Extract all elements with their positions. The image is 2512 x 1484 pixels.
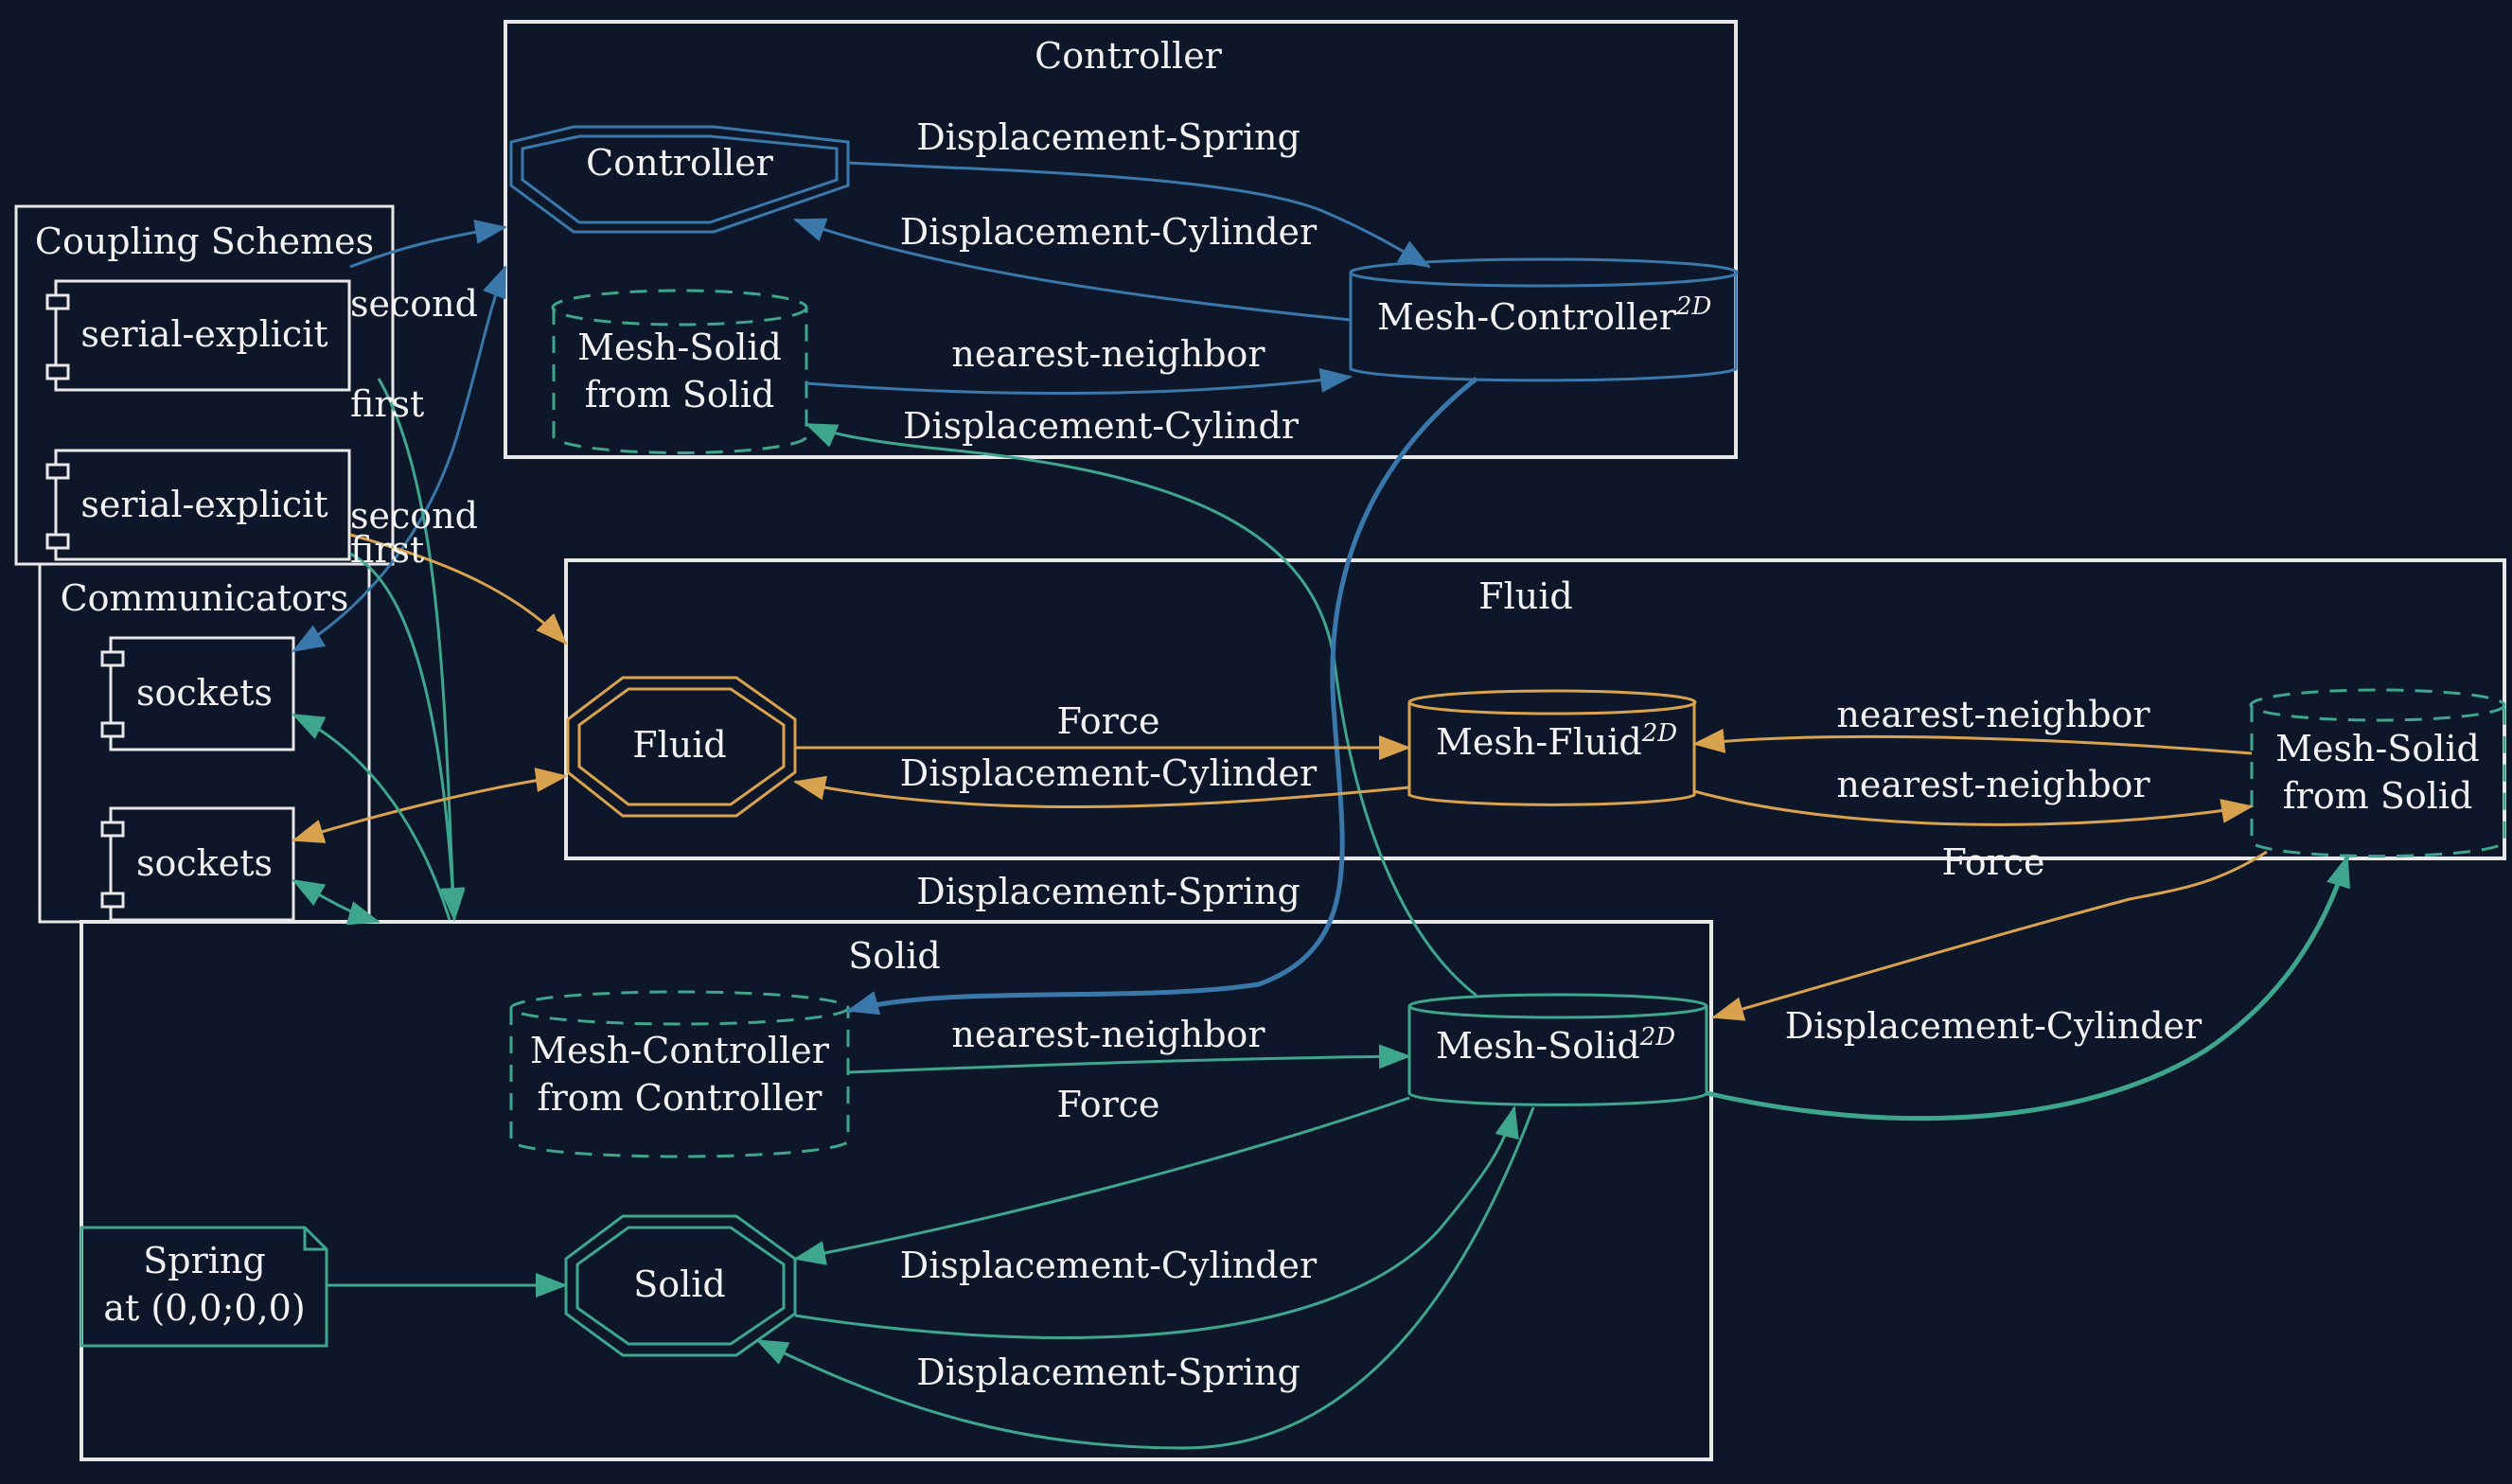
- edge-sockets1-solid: [292, 713, 451, 921]
- label-disp-spring-mid: Displacement-Spring: [916, 871, 1300, 912]
- label-force-right: Force: [1941, 841, 2044, 883]
- edge-mesh-solid-to-mesh-solid-ctrl: [805, 422, 1477, 998]
- label-nn-ctrl: nearest-neighbor: [951, 333, 1265, 375]
- cluster-solid-title: Solid: [848, 935, 941, 977]
- mesh-solid-label: Mesh-Solid2D: [1436, 1023, 1675, 1067]
- controller-label: Controller: [586, 142, 774, 184]
- label-second-2: second: [350, 495, 478, 537]
- label-first-1: first: [350, 383, 424, 425]
- edge-mesh-solid-to-solid-spring: [755, 1106, 1535, 1450]
- cluster-solid: Solid: [80, 920, 1713, 1461]
- node-mesh-solid[interactable]: Mesh-Solid2D: [1407, 993, 1708, 1106]
- edge-mesh-solid-to-mesh-solid-fluid: [1706, 855, 2351, 1122]
- edge-mesh-fluid-to-fluid: [793, 775, 1410, 809]
- node-sockets-2[interactable]: sockets: [100, 806, 295, 922]
- label-disp-spring-solid: Displacement-Spring: [916, 1352, 1300, 1393]
- node-mesh-solid-from-solid-fluid[interactable]: Mesh-Solid from Solid: [2249, 688, 2506, 858]
- edge-sockets1-controller: [292, 265, 507, 653]
- fluid-label: Fluid: [632, 724, 726, 766]
- edge-controller-to-mesh-controller: [847, 161, 1431, 269]
- cluster-fluid-title: Fluid: [1478, 575, 1572, 617]
- mesh-solid-ctrl-line1: Mesh-Solid: [577, 327, 782, 368]
- label-nn-fluid-1: nearest-neighbor: [1836, 694, 2150, 735]
- label-disp-cyl-top: Displacement-Cylinder: [900, 211, 1318, 253]
- edge-serial2-second-fluid: [349, 533, 568, 645]
- serial-explicit-1-label: serial-explicit: [80, 313, 327, 355]
- cluster-fluid: Fluid: [564, 558, 2506, 860]
- mesh-fluid-label: Mesh-Fluid2D: [1436, 719, 1677, 763]
- label-force-solid: Force: [1056, 1084, 1159, 1125]
- edge-sockets2-solid: [292, 878, 380, 926]
- cluster-controller-title: Controller: [1035, 35, 1223, 77]
- edge-mesh-fluid-to-mesh-solid-fluid: [1693, 789, 2254, 826]
- edge-solid-to-mesh-solid: [794, 1105, 1519, 1339]
- node-sockets-1[interactable]: sockets: [100, 636, 295, 751]
- label-disp-cyl-fluid: Displacement-Cylinder: [900, 752, 1318, 794]
- node-serial-explicit-2[interactable]: serial-explicit: [45, 449, 351, 561]
- spring-line2: at (0,0;0,0): [103, 1287, 305, 1329]
- mesh-controller-solid-line1: Mesh-Controller: [530, 1030, 830, 1071]
- label-force-fluid: Force: [1056, 700, 1159, 742]
- edge-mesh-solid-fluid-to-mesh-solid: [1711, 850, 2268, 1021]
- label-disp-cyl-right: Displacement-Cylinder: [1785, 1005, 2202, 1047]
- mesh-controller-solid-line2: from Controller: [538, 1077, 823, 1119]
- node-mesh-controller-from-controller[interactable]: Mesh-Controller from Controller: [509, 990, 850, 1158]
- edge-sockets2-fluid: [292, 768, 568, 843]
- label-disp-spring-top: Displacement-Spring: [916, 116, 1300, 158]
- cluster-coupling-title: Coupling Schemes: [35, 221, 374, 262]
- label-second-1: second: [350, 283, 478, 325]
- edge-mesh-controller-to-mesh-controller-solid: [846, 377, 1478, 1016]
- label-first-2: first: [350, 529, 424, 571]
- node-serial-explicit-1[interactable]: serial-explicit: [45, 279, 351, 392]
- edge-mesh-controller-solid-to-mesh-solid: [847, 1044, 1411, 1074]
- node-mesh-controller[interactable]: Mesh-Controller2D: [1349, 257, 1739, 382]
- label-disp-cylindr: Displacement-Cylindr: [903, 405, 1300, 447]
- edge-mesh-controller-to-controller: [793, 218, 1352, 322]
- serial-explicit-2-label: serial-explicit: [80, 484, 327, 525]
- mesh-controller-label: Mesh-Controller2D: [1377, 292, 1711, 338]
- node-solid[interactable]: Solid: [564, 1214, 797, 1357]
- label-nn-solid: nearest-neighbor: [951, 1014, 1265, 1055]
- label-disp-cyl-solid: Displacement-Cylinder: [900, 1245, 1318, 1286]
- edge-serial2-first-solid: [349, 552, 466, 922]
- sockets-2-label: sockets: [136, 842, 273, 884]
- mesh-solid-ctrl-line2: from Solid: [585, 374, 775, 415]
- node-mesh-solid-from-solid-ctrl[interactable]: Mesh-Solid from Solid: [551, 289, 808, 454]
- edge-mesh-solid-ctrl-to-mesh-controller: [805, 368, 1353, 395]
- mesh-solid-fluid-line1: Mesh-Solid: [2275, 728, 2480, 769]
- cluster-communicators-title: Communicators: [61, 577, 349, 619]
- spring-line1: Spring: [143, 1240, 265, 1281]
- edge-mesh-solid-to-solid: [793, 1096, 1410, 1265]
- edge-mesh-solid-fluid-to-mesh-fluid: [1692, 728, 2253, 755]
- edge-serial1-second-controller: [349, 220, 507, 269]
- solid-label: Solid: [633, 1263, 726, 1305]
- mesh-solid-fluid-line2: from Solid: [2283, 775, 2473, 817]
- node-controller[interactable]: Controller: [509, 125, 850, 234]
- sockets-1-label: sockets: [136, 672, 273, 714]
- node-fluid[interactable]: Fluid: [566, 676, 797, 818]
- node-spring[interactable]: Spring at (0,0;0,0): [80, 1226, 328, 1348]
- node-mesh-fluid[interactable]: Mesh-Fluid2D: [1407, 689, 1697, 806]
- label-nn-fluid-2: nearest-neighbor: [1836, 764, 2150, 805]
